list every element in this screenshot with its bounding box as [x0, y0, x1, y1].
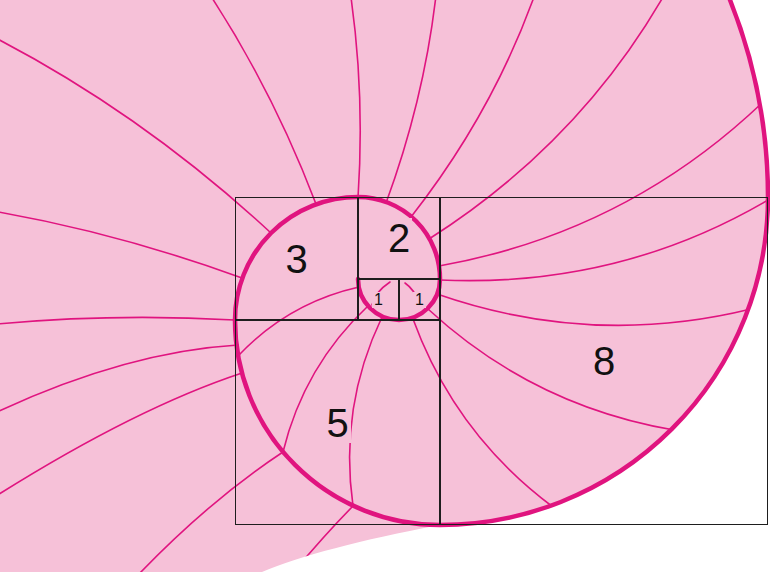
- fibonacci-square: 2: [358, 197, 440, 279]
- fibonacci-square: 1: [399, 279, 440, 320]
- septum: [0, 373, 242, 560]
- square-number: 8: [591, 341, 617, 381]
- septum: [440, 200, 768, 281]
- golden-spiral: [235, 0, 768, 525]
- septum: [0, 0, 316, 204]
- septum: [0, 0, 271, 233]
- septum: [283, 306, 368, 452]
- septum: [238, 287, 359, 356]
- square-number: 1: [372, 292, 385, 308]
- square-number: 5: [324, 403, 350, 443]
- square-number: 3: [283, 239, 309, 279]
- square-number: 1: [413, 292, 426, 308]
- septum: [80, 452, 283, 572]
- septum: [386, 0, 442, 203]
- septum: [0, 345, 238, 420]
- square-number: 2: [386, 218, 412, 258]
- septum: [437, 294, 751, 325]
- septum: [235, 0, 360, 198]
- septum: [428, 309, 674, 430]
- septum: [429, 0, 698, 239]
- fibonacci-square: 5: [235, 320, 440, 525]
- septum: [439, 103, 762, 266]
- fibonacci-square: 1: [358, 279, 399, 320]
- septum: [350, 317, 382, 506]
- septum: [0, 191, 242, 278]
- fibonacci-square: 3: [235, 197, 358, 320]
- septum: [413, 319, 553, 507]
- background-corner: [730, 0, 770, 197]
- fibonacci-square: 8: [440, 197, 768, 525]
- septum: [411, 0, 579, 217]
